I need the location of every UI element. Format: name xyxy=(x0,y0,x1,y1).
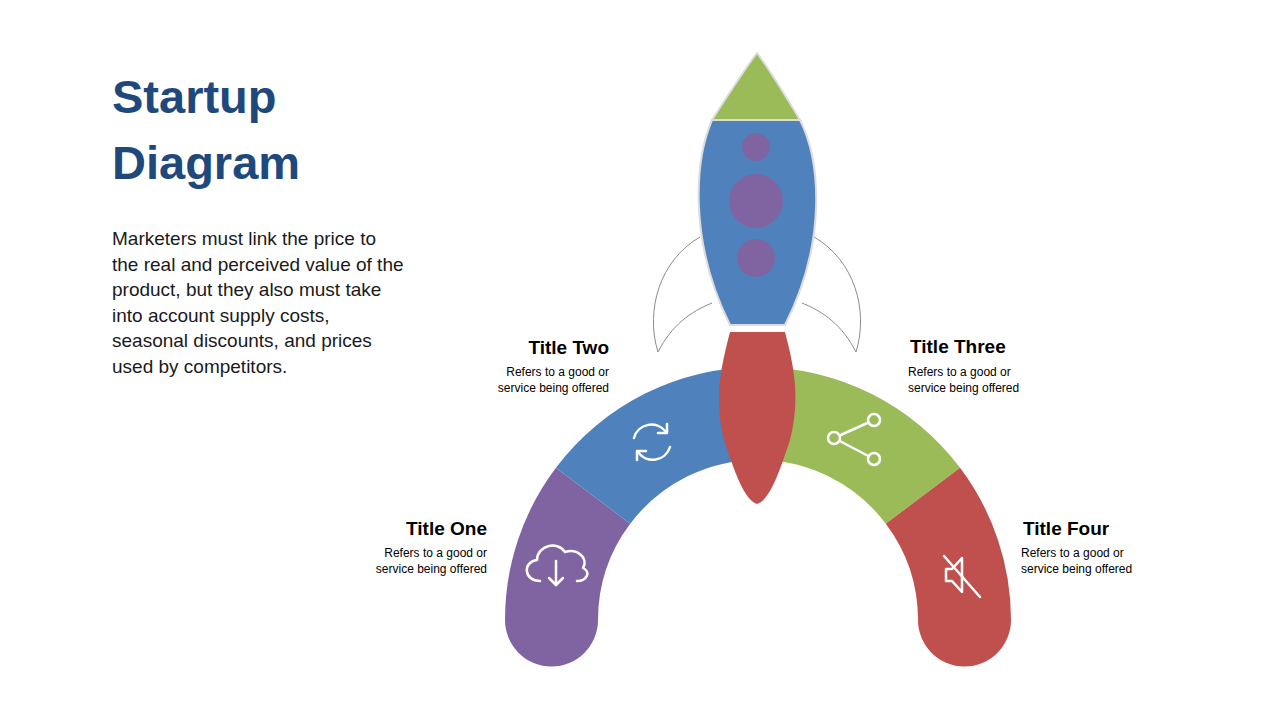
rocket-window xyxy=(729,174,783,228)
arc-segment: Title TwoRefers to a good or service bei… xyxy=(480,330,760,540)
segment-description: Refers to a good or service being offere… xyxy=(373,545,487,577)
arc-band xyxy=(886,468,1011,620)
rocket-wing xyxy=(802,237,861,352)
segment-title: Title Two xyxy=(489,337,609,359)
icons xyxy=(527,414,980,597)
segment-shape xyxy=(480,330,760,540)
cloud-download-icon xyxy=(527,546,587,585)
rocket-body xyxy=(699,120,817,325)
arc-segment: Title ThreeRefers to a good or service b… xyxy=(755,330,1035,540)
slide-title: Startup Diagram xyxy=(112,64,412,196)
segment-shape xyxy=(755,330,1035,540)
arc-segment: Title FourRefers to a good or service be… xyxy=(890,460,1160,675)
rocket-flame xyxy=(719,332,796,504)
arc-end-cap xyxy=(918,620,1011,667)
segment-description: Refers to a good or service being offere… xyxy=(908,364,1024,396)
segment-title: Title Three xyxy=(910,336,1030,358)
rocket xyxy=(653,53,860,504)
segment-description: Refers to a good or service being offere… xyxy=(1021,545,1137,577)
segment-title: Title One xyxy=(373,518,487,540)
rocket-nose xyxy=(712,53,800,120)
rocket-wing xyxy=(653,237,712,352)
share-icon xyxy=(828,414,880,465)
segment-description: Refers to a good or service being offere… xyxy=(495,364,609,396)
rocket-window xyxy=(742,133,770,161)
intro-text: Marketers must link the price to the rea… xyxy=(112,226,404,379)
segment-title: Title Four xyxy=(1023,518,1148,540)
rocket-window xyxy=(737,239,775,277)
arc-end-cap xyxy=(505,620,598,667)
refresh-icon xyxy=(634,424,670,460)
mute-icon xyxy=(944,556,980,597)
